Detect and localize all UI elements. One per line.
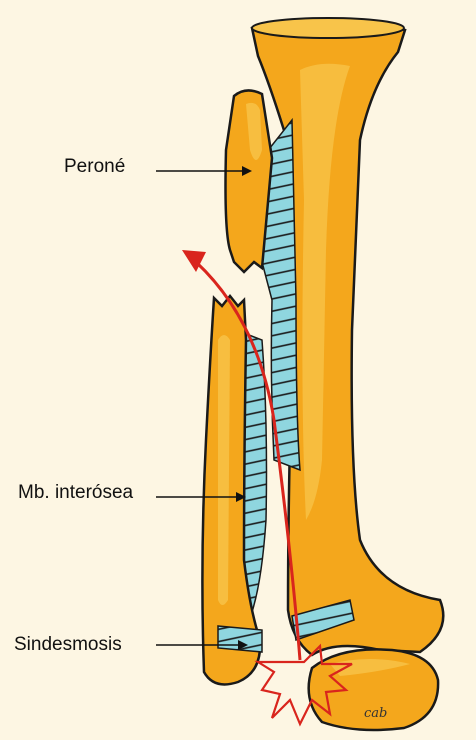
- label-sindesmosis: Sindesmosis: [14, 634, 122, 656]
- label-membrana-interosea: Mb. interósea: [18, 482, 133, 504]
- label-perone: Peroné: [64, 156, 125, 178]
- fibula-upper-fragment: [226, 90, 273, 272]
- artist-signature: cab: [364, 706, 387, 721]
